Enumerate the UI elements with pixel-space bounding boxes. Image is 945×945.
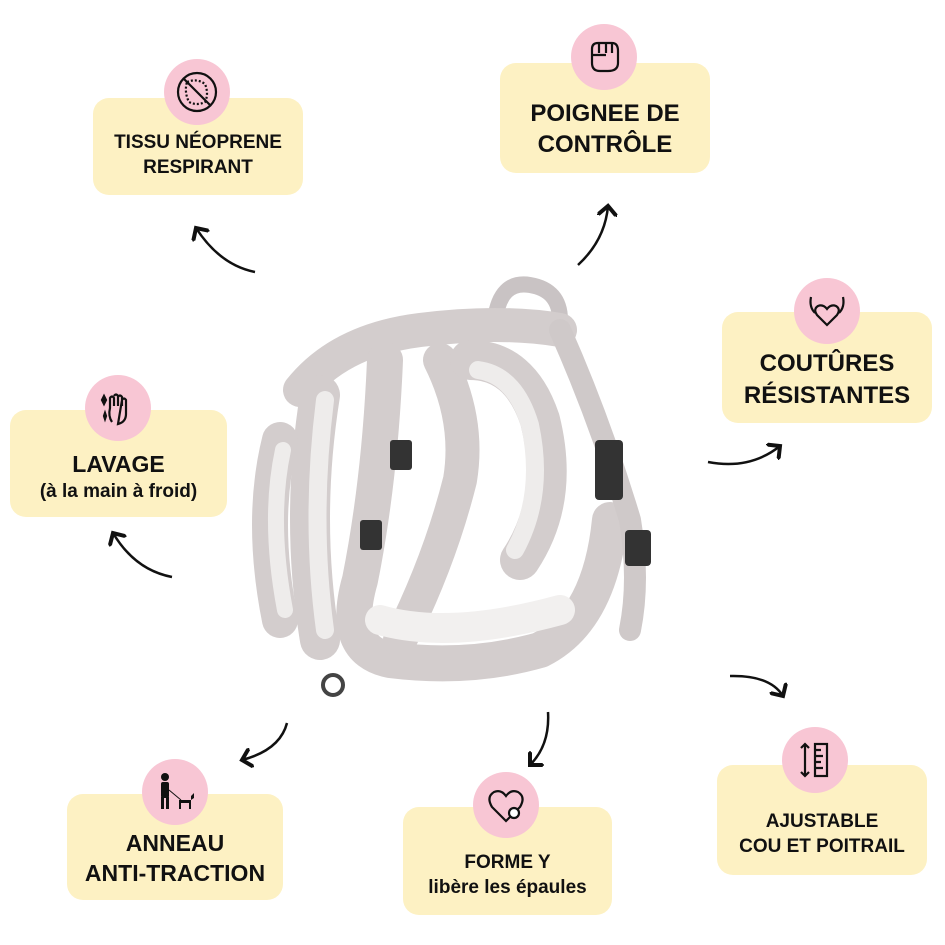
feature-subtitle: ANTI-TRACTION <box>84 860 266 886</box>
feature-subtitle: libère les épaules <box>428 877 587 898</box>
feature-subtitle: RESPIRANT <box>143 156 253 178</box>
arrow-forme <box>530 711 550 765</box>
feature-title: LAVAGE <box>72 451 165 478</box>
arrow-lavage <box>113 533 173 579</box>
strong-heart-icon <box>794 278 860 344</box>
fist-icon <box>571 24 637 90</box>
arrow-poignee <box>577 206 608 266</box>
no-leather-icon <box>164 59 230 125</box>
feature-title: ANNEAU <box>125 830 225 857</box>
feature-subtitle: CONTRÔLE <box>537 131 673 158</box>
arrow-tissu <box>196 228 256 274</box>
arrow-ajustable <box>729 674 783 696</box>
feature-title: TISSU NÉOPRENE <box>114 131 282 153</box>
feature-subtitle: RÉSISTANTES <box>743 381 911 409</box>
arrow-coutures <box>707 446 780 466</box>
heart-paw-icon <box>473 772 539 838</box>
hand-wash-icon <box>85 375 151 441</box>
arrow-anneau <box>242 722 289 760</box>
feature-title: FORME Y <box>464 852 551 874</box>
feature-title: COUTÛRES <box>759 350 895 378</box>
feature-subtitle: (à la main à froid) <box>39 481 198 503</box>
ruler-icon <box>782 727 848 793</box>
feature-subtitle: COU ET POITRAIL <box>739 836 905 857</box>
feature-title: AJUSTABLE <box>765 811 879 833</box>
feature-title: POIGNEE DE <box>530 99 680 127</box>
dog-walk-icon <box>142 759 208 825</box>
